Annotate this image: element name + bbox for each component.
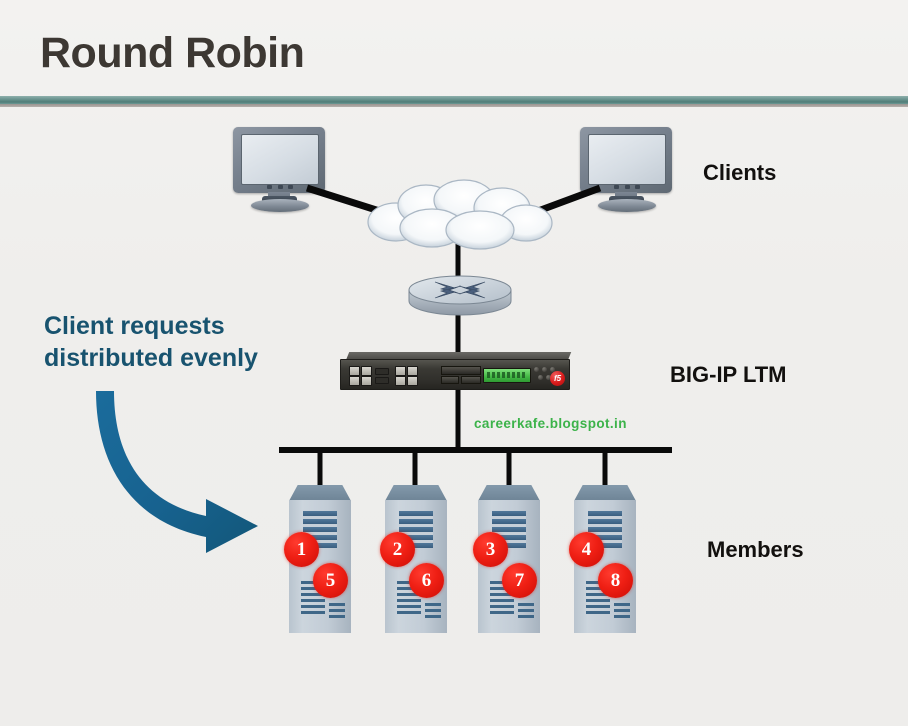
appliance-lcd-display xyxy=(483,368,531,383)
monitor-leds xyxy=(614,185,640,190)
monitor-base xyxy=(598,199,656,212)
member-server-1: 1 5 xyxy=(284,485,351,633)
request-badge: 4 xyxy=(569,532,604,567)
bigip-appliance-icon: f5 xyxy=(340,352,572,394)
request-badge: 8 xyxy=(598,563,633,598)
request-badge: 1 xyxy=(284,532,319,567)
label-clients: Clients xyxy=(703,160,777,185)
request-badge: 2 xyxy=(380,532,415,567)
client-monitor-left xyxy=(233,127,329,215)
appliance-front-face: f5 xyxy=(340,359,570,390)
server-top xyxy=(289,485,351,501)
member-server-2: 2 6 xyxy=(380,485,447,633)
label-bigip: BIG-IP LTM xyxy=(670,362,787,387)
server-vent-right xyxy=(329,603,345,625)
monitor-base xyxy=(251,199,309,212)
server-vent-right xyxy=(614,603,630,625)
divider-shadow xyxy=(0,104,908,107)
arrow-shape xyxy=(96,391,258,553)
server-top xyxy=(385,485,447,501)
header-divider xyxy=(0,96,908,107)
member-server-3: 3 7 xyxy=(473,485,540,633)
server-top xyxy=(574,485,636,501)
distribution-arrow xyxy=(96,391,258,553)
monitor-screen xyxy=(588,134,666,185)
appliance-button-cluster[interactable] xyxy=(534,367,556,383)
monitor-bezel xyxy=(580,127,672,193)
page-title: Round Robin xyxy=(40,29,305,77)
monitor-screen xyxy=(241,134,319,185)
annotation-text: Client requests distributed evenly xyxy=(44,310,258,374)
server-vent-right xyxy=(518,603,534,625)
member-server-4: 4 8 xyxy=(569,485,636,633)
request-badge: 6 xyxy=(409,563,444,598)
request-badge: 3 xyxy=(473,532,508,567)
request-badge: 7 xyxy=(502,563,537,598)
watermark: careerkafe.blogspot.in xyxy=(474,416,627,431)
server-top xyxy=(478,485,540,501)
annotation-line-1: Client requests xyxy=(44,312,225,340)
network-cloud-icon xyxy=(367,179,553,250)
server-vent-right xyxy=(425,603,441,625)
request-badge: 5 xyxy=(313,563,348,598)
divider-band xyxy=(0,96,908,104)
appliance-port-bank xyxy=(349,365,437,386)
lcd-readout xyxy=(487,372,527,378)
appliance-expansion-slots xyxy=(441,366,481,385)
monitor-bezel xyxy=(233,127,325,193)
label-members: Members xyxy=(707,537,804,562)
router-icon xyxy=(408,275,512,316)
f5-logo-icon: f5 xyxy=(550,371,565,386)
annotation-line-2: distributed evenly xyxy=(44,344,258,372)
monitor-leds xyxy=(267,185,293,190)
client-monitor-right xyxy=(580,127,676,215)
